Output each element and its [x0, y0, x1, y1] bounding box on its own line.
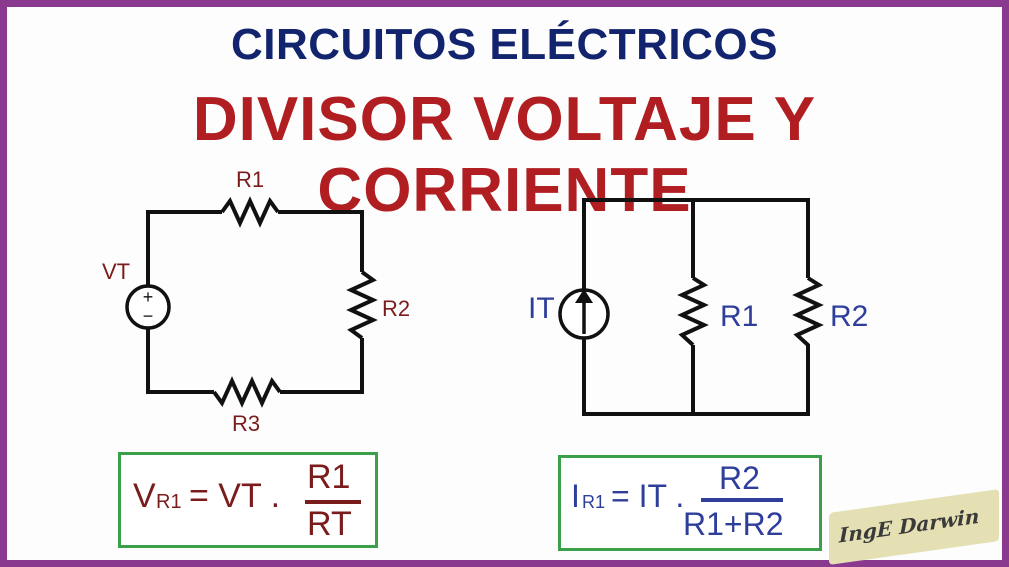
author-watermark-text: IngE Darwin — [839, 503, 980, 548]
formula-current-i: I — [571, 478, 580, 514]
label-r2-parallel: R2 — [830, 300, 868, 333]
formula-current-box: I R1 = IT . R2 R1+R2 — [558, 455, 822, 551]
main-heading: DIVISOR VOLTAJE Y CORRIENTE — [192, 85, 817, 225]
current-arrow-head — [575, 289, 593, 303]
resistor-r1-parallel — [677, 276, 709, 347]
label-vt: VT — [102, 259, 130, 284]
current-divider-circuit: IT R1 R2 — [528, 198, 868, 416]
resistor-r1-series — [220, 196, 280, 228]
label-r1-series: R1 — [236, 167, 264, 192]
resistor-r2-parallel — [792, 276, 824, 350]
subtitle-heading: CIRCUITOS ELÉCTRICOS — [230, 20, 778, 69]
label-it: IT — [528, 292, 555, 325]
wire-top-right — [278, 210, 364, 272]
wire-parallel-bottom — [582, 338, 810, 416]
wire-parallel-top — [582, 198, 810, 290]
formula-current-fraction-bar — [701, 498, 783, 502]
formula-voltage-v: V — [133, 477, 156, 515]
label-r2-series: R2 — [382, 296, 410, 321]
wire-right-bottom — [280, 338, 364, 394]
voltage-source-minus: − — [143, 306, 154, 326]
wire-bottom-left — [146, 329, 214, 394]
formula-current-numerator: R2 — [719, 460, 760, 496]
resistor-r2-series — [346, 270, 378, 340]
wire-top-left — [146, 210, 222, 285]
voltage-source-icon — [125, 284, 171, 330]
formula-voltage-numerator: R1 — [307, 458, 351, 496]
formula-voltage-box: V R1 = VT . R1 RT — [118, 452, 378, 548]
label-r3-series: R3 — [232, 411, 260, 436]
formula-voltage-subscript: R1 — [156, 491, 182, 513]
resistor-r3-series — [212, 376, 282, 408]
formula-voltage-equals: = VT . — [189, 477, 281, 515]
voltage-source-plus: + — [143, 287, 154, 307]
formula-voltage-fraction-bar — [305, 500, 361, 504]
formula-current-denominator: R1+R2 — [683, 506, 784, 542]
voltage-divider-circuit: + − VT R1 R2 R3 — [102, 167, 410, 436]
label-r1-parallel: R1 — [720, 300, 758, 333]
formula-current-subscript: R1 — [582, 492, 606, 512]
formula-voltage-denominator: RT — [307, 505, 352, 543]
formula-current-equals: = IT . — [611, 478, 685, 514]
